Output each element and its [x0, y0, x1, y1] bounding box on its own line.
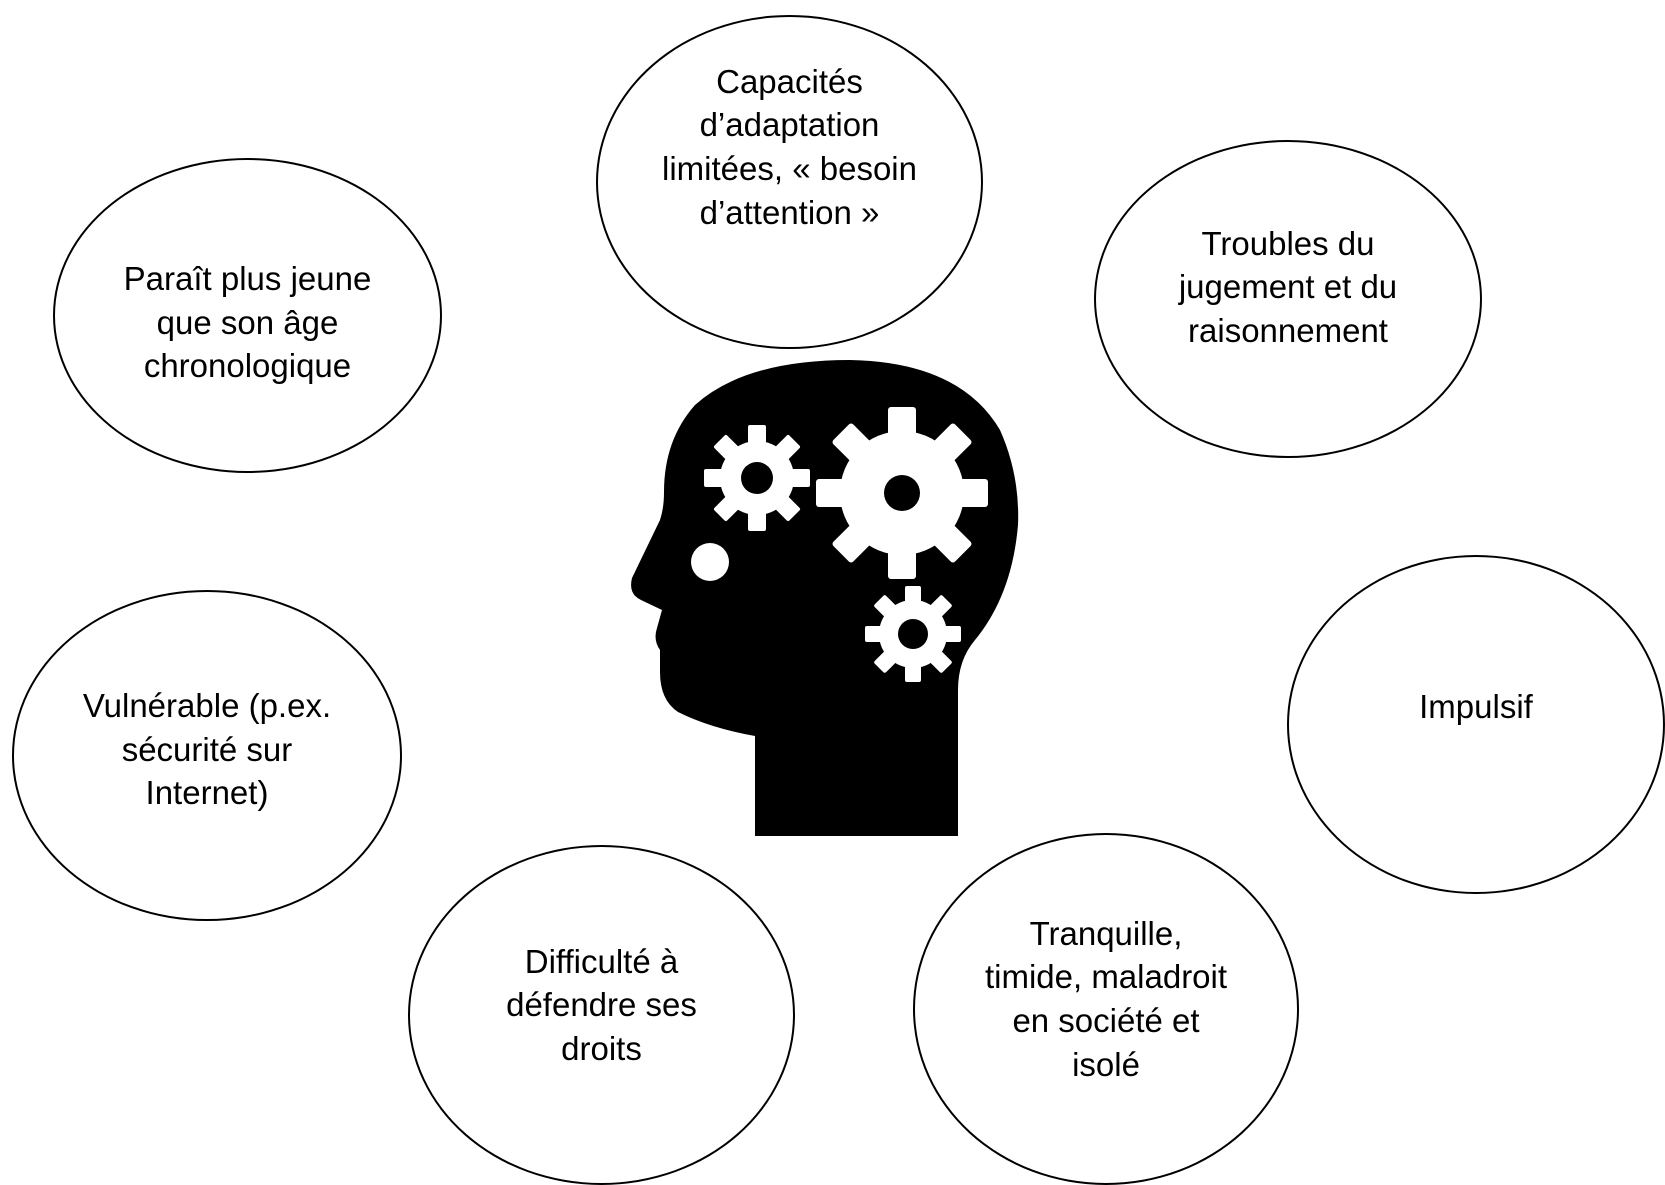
bubble-parait-plus-jeune-label: Paraît plus jeune que son âge chronologi… — [123, 260, 372, 385]
bubble-capacites: Capacités d’adaptation limitées, « besoi… — [596, 15, 983, 349]
bubble-troubles-jugement-label: Troubles du jugement et du raisonnement — [1178, 224, 1398, 349]
bubble-tranquille-timide-label: Tranquille, timide, maladroit en société… — [984, 914, 1228, 1083]
gear-small-bottom — [865, 586, 961, 682]
head-dot — [691, 543, 729, 581]
bubble-vulnerable-label: Vulnérable (p.ex. sécurité sur Internet) — [82, 687, 332, 812]
bubble-vulnerable: Vulnérable (p.ex. sécurité sur Internet) — [12, 590, 402, 921]
bubble-tranquille-timide: Tranquille, timide, maladroit en société… — [913, 833, 1299, 1185]
bubble-capacites-label: Capacités d’adaptation limitées, « besoi… — [662, 62, 917, 231]
bubble-impulsif-label: Impulsif — [1419, 687, 1533, 725]
bubble-parait-plus-jeune: Paraît plus jeune que son âge chronologi… — [53, 158, 442, 473]
bubble-difficulte-droits-label: Difficulté à défendre ses droits — [506, 942, 697, 1067]
head-with-gears-icon — [631, 360, 1019, 836]
bubble-difficulte-droits: Difficulté à défendre ses droits — [408, 845, 795, 1185]
bubble-impulsif: Impulsif — [1287, 555, 1665, 894]
bubble-troubles-jugement: Troubles du jugement et du raisonnement — [1094, 140, 1482, 458]
